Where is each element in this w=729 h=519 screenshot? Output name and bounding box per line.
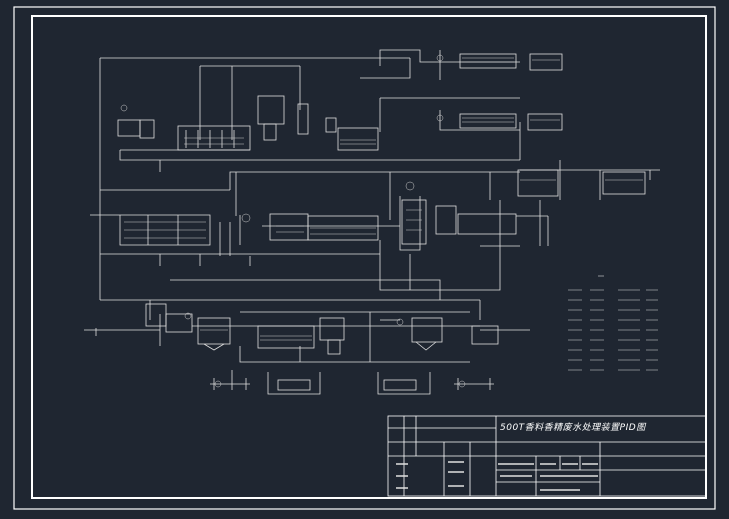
outer-frame: [13, 6, 716, 510]
inner-frame: [31, 15, 707, 499]
title-block-fill: [396, 461, 598, 491]
drawing-title: 500T香料香精废水处理装置PID图: [500, 423, 646, 433]
title-block: [387, 415, 707, 497]
legend-panel: [568, 275, 658, 371]
equipment-details: [120, 54, 643, 388]
